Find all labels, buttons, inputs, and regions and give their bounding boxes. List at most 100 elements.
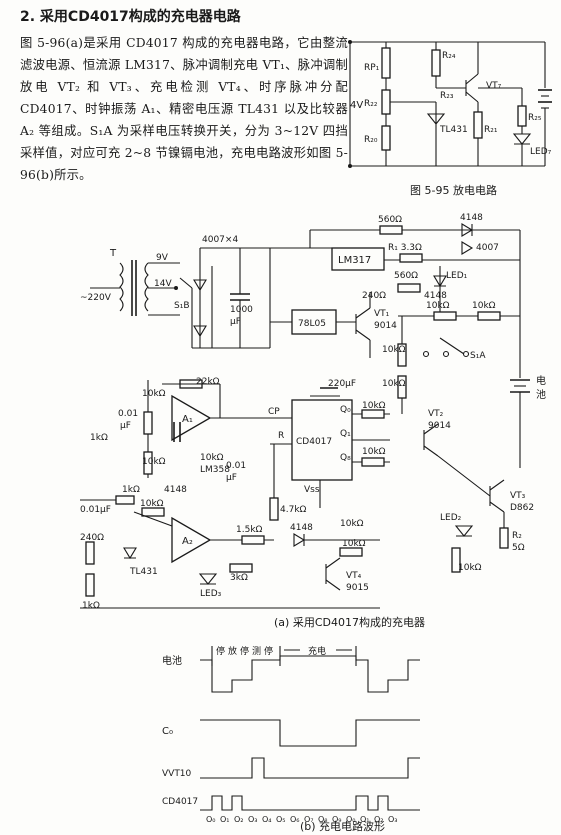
r560a-label: 560Ω — [378, 215, 402, 225]
vt4-type-label: 9015 — [346, 583, 369, 593]
led1-label: LED₁ — [446, 271, 468, 281]
r21-label: R₂₁ — [484, 125, 498, 135]
r25-label: R₂₅ — [528, 113, 542, 123]
tap-14v-label: 14V — [154, 279, 172, 289]
phase-label-1: 放 — [228, 645, 237, 657]
q-sequence-labels: Q₀ Q₁ Q₂ Q₃ Q₄ Q₅ Q₆ Q₇ Q₈ Q₉ Q₀ Q₁ Q₂ Q… — [206, 815, 398, 822]
r10kb-label: 10kΩ — [472, 301, 496, 311]
r3k-label: 3kΩ — [230, 573, 248, 583]
d4148d-label: 4148 — [290, 523, 313, 533]
r1-label: R₁ 3.3Ω — [388, 243, 422, 253]
r10km-label: 10kΩ — [458, 563, 482, 573]
transformer-label: T — [109, 248, 117, 259]
fig96a-caption: (a) 采用CD4017构成的充电器 — [274, 616, 425, 629]
vt1-type-label: 9014 — [374, 321, 397, 331]
q-label-1: Q₁ — [220, 815, 230, 822]
led3-label: LED₃ — [200, 589, 222, 599]
d4007-label: 4007 — [476, 243, 499, 253]
q-label-12: Q₂ — [374, 815, 384, 822]
c0-waveform-label: C₀ — [162, 726, 173, 737]
vt7-label: VT₇ — [486, 81, 502, 91]
mains-220v-label: ~220V — [80, 293, 112, 303]
discharge-circuit-diagram: 4V RP₁ R₂₂ R₂₀ R₂₄ R₂₃ VT₇ TL431 R₂₁ R₂₅… — [348, 40, 552, 168]
battery-label-2: 池 — [536, 388, 546, 401]
phase-label-3: 测 — [252, 646, 261, 657]
r24-label: R₂₄ — [442, 51, 456, 61]
r2-label: R₂ — [512, 531, 522, 541]
q-label-7: Q₇ — [304, 815, 314, 822]
r10kd-label: 10kΩ — [382, 379, 406, 389]
r2-value-label: 5Ω — [512, 543, 525, 553]
d4148c-label: 4148 — [164, 485, 187, 495]
q-label-5: Q₅ — [276, 815, 286, 822]
tl431-label: TL431 — [439, 125, 468, 135]
q-label-4: Q₄ — [262, 815, 272, 822]
body-paragraph: 图 5-96(a)是采用 CD4017 构成的充电器电路，它由整流滤波电源、恒流… — [20, 36, 348, 182]
q-label-6: Q₆ — [290, 815, 300, 822]
rp1-label: RP₁ — [364, 63, 380, 73]
q0-pin-label: Q₀ — [340, 405, 351, 415]
phase-label-0: 停 — [216, 645, 225, 657]
q-label-3: Q₃ — [248, 815, 258, 822]
r240-label: 240Ω — [362, 291, 386, 301]
c001b-unit-label: μF — [226, 473, 237, 483]
vt4-label: VT₄ — [346, 571, 362, 581]
a1-label: A₁ — [182, 414, 193, 425]
r240b-label: 240Ω — [80, 533, 104, 543]
r22-label: R₂₂ — [364, 99, 378, 109]
r1kb-label: 1kΩ — [122, 485, 140, 495]
c1000-unit-label: μF — [230, 317, 241, 327]
r10ki-label: 10kΩ — [362, 447, 386, 457]
r22k-label: 22kΩ — [196, 377, 220, 387]
phase-label-2: 停 — [240, 645, 249, 657]
r20-label: R₂₀ — [364, 135, 378, 145]
lm358-label: LM358 — [200, 465, 230, 475]
section-heading: 2. 采用CD4017构成的充电器电路 — [20, 9, 241, 25]
bridge-label: 4007×4 — [202, 235, 238, 245]
vt3-type-label: D862 — [510, 503, 534, 513]
battery-label-1: 电 — [536, 374, 546, 387]
c001b-label: 0.01 — [226, 461, 246, 471]
r560b-label: 560Ω — [394, 271, 418, 281]
r47k-label: 4.7kΩ — [280, 505, 307, 515]
tap-9v-label: 9V — [156, 253, 169, 263]
regulator-78l05-label: 78L05 — [298, 319, 326, 329]
q8-pin-label: Q₈ — [340, 453, 351, 463]
q-label-0: Q₀ — [206, 815, 216, 822]
r23-label: R₂₃ — [440, 91, 454, 101]
q-label-8: Q₈ — [318, 815, 328, 822]
vt3-label: VT₃ — [510, 491, 526, 501]
q-label-11: Q₁ — [360, 815, 370, 822]
tl431-label: TL431 — [129, 567, 158, 577]
vvt-waveform-label: VVT10 — [162, 769, 192, 779]
charger-circuit-wires — [80, 223, 530, 609]
r10kk-label: 10kΩ — [340, 519, 364, 529]
d4148b-label: 4148 — [424, 291, 447, 301]
cp-label: CP — [268, 407, 280, 417]
lm317-label: LM317 — [338, 255, 371, 266]
q-label-10: Q₀ — [346, 815, 356, 822]
q-label-9: Q₉ — [332, 815, 342, 822]
fig96b-caption: (b) 充电电路波形 — [300, 820, 386, 833]
cd4017-label: CD4017 — [296, 437, 332, 447]
fig95-caption: 图 5-95 放电电路 — [410, 184, 497, 197]
charging-waveform-diagram: 电池 停 放 停 测 停 充电 C₀ VVT10 CD4017 Q₀ Q₁ Q₂… — [162, 645, 420, 822]
r10kf-label: 10kΩ — [362, 401, 386, 411]
s1b-label: S₁B — [174, 301, 190, 311]
phase-label-5: 充电 — [308, 645, 326, 657]
r10kc-label: 10kΩ — [382, 345, 406, 355]
r1kc-label: 1kΩ — [82, 601, 100, 611]
reset-pin-label: R — [278, 431, 284, 441]
vt2-type-label: 9014 — [428, 421, 451, 431]
cd4017-waveform-label: CD4017 — [162, 797, 198, 807]
c220-label: 220μF — [328, 379, 356, 389]
c001a-unit-label: μF — [120, 421, 131, 431]
vss-label: Vss — [304, 485, 320, 495]
charger-circuit-diagram: T ~220V 9V 14V S₁B 4007×4 1000 μF 560Ω 4… — [80, 213, 546, 611]
q-label-13: Q₃ — [388, 815, 398, 822]
r10kg-label: 10kΩ — [142, 457, 166, 467]
r15k-label: 1.5kΩ — [236, 525, 263, 535]
phase-label-4: 停 — [264, 645, 273, 657]
q-label-2: Q₂ — [234, 815, 244, 822]
c001c-label: 0.01μF — [80, 505, 111, 515]
